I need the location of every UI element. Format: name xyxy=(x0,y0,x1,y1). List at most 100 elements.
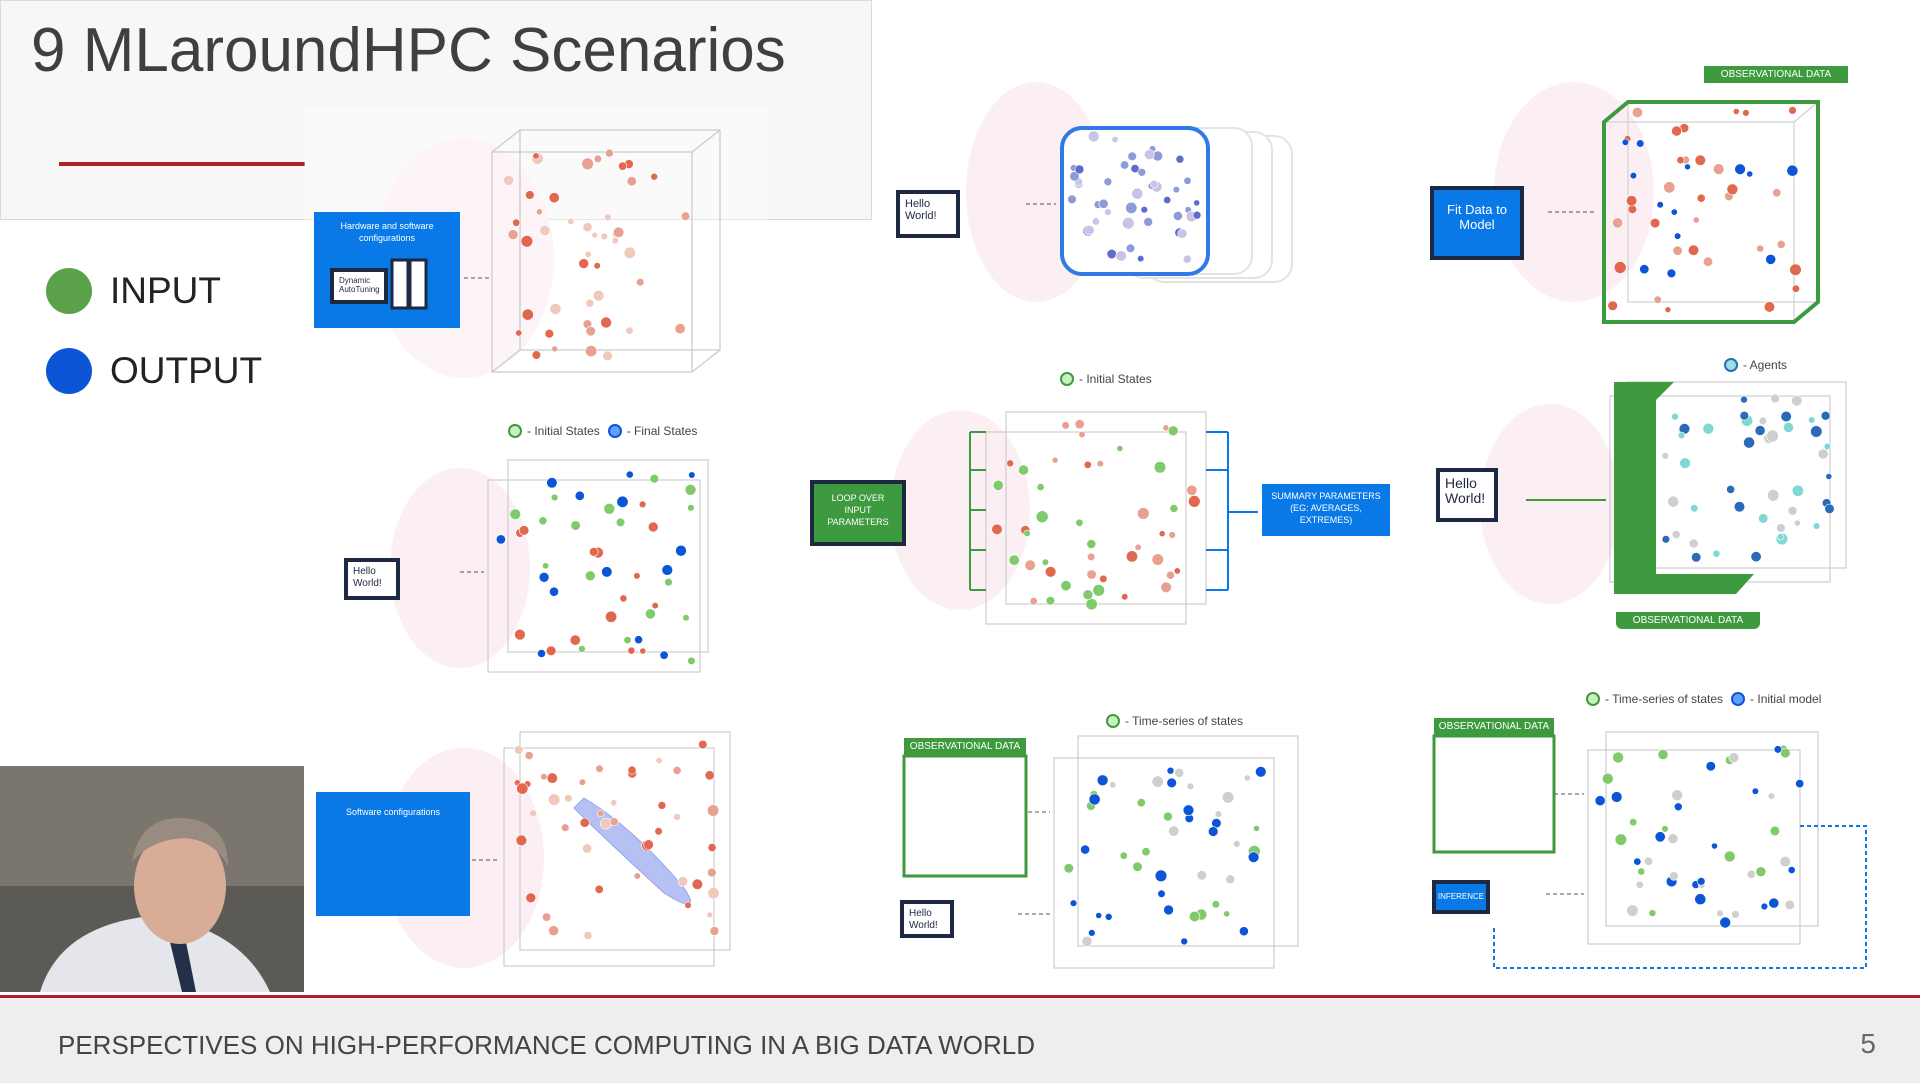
particle-dot xyxy=(1174,767,1185,778)
particle-dot xyxy=(603,503,616,515)
time-series-legend: - Time-series of states xyxy=(1098,714,1243,728)
particle-dot xyxy=(538,516,548,526)
autotuning-monitor-icon: Dynamic AutoTuning xyxy=(330,268,388,304)
particle-dot xyxy=(525,190,535,200)
particle-dot xyxy=(1211,900,1221,909)
agent-icon xyxy=(1724,358,1738,372)
particles xyxy=(1661,393,1835,563)
particle-dot xyxy=(546,772,558,784)
particle-dot xyxy=(578,778,587,786)
particle-dot xyxy=(659,650,669,660)
particle-dot xyxy=(581,157,594,170)
particle-dot xyxy=(1208,826,1219,837)
particle-dot xyxy=(1697,877,1706,886)
particle-dot xyxy=(1612,751,1624,764)
particle-dot xyxy=(1044,566,1057,578)
particle-dot xyxy=(636,278,645,287)
particle-dot xyxy=(1793,519,1801,527)
particle-dot xyxy=(1154,869,1168,883)
particle-dot xyxy=(545,645,557,657)
particle-dot xyxy=(600,232,608,241)
particle-dot xyxy=(707,843,717,853)
particle-dot xyxy=(1754,425,1766,436)
particle-dot xyxy=(1810,425,1823,438)
particle-dot xyxy=(1132,861,1143,872)
particle-dot xyxy=(542,562,550,570)
particle-dot xyxy=(1694,893,1707,906)
particle-dot xyxy=(609,817,619,827)
particle-dot xyxy=(1125,243,1136,253)
legend-input: INPUT xyxy=(46,268,221,314)
particle-dot xyxy=(1825,473,1833,480)
particle-dot xyxy=(1824,503,1835,514)
particle-dot xyxy=(1023,529,1031,537)
particle-dot xyxy=(1172,185,1180,194)
particle-dot xyxy=(704,770,715,781)
particle-dot xyxy=(1669,871,1679,881)
particle-dot xyxy=(1674,232,1682,240)
particle-dot xyxy=(1167,425,1179,437)
particle-dot xyxy=(591,231,599,239)
particle-dot xyxy=(521,308,534,321)
particle-dot xyxy=(1182,804,1195,816)
hello-world-text: Hello World! xyxy=(905,198,937,222)
slide-title: 9 MLaroundHPC Scenarios xyxy=(31,16,786,85)
particle-dot xyxy=(1694,154,1706,166)
particle-dot xyxy=(618,161,628,171)
particle-dot xyxy=(1671,530,1681,539)
particle-dot xyxy=(579,817,590,828)
particle-dot xyxy=(1812,522,1821,530)
particle-dot xyxy=(1760,902,1769,911)
observational-data-tab: OBSERVATIONAL DATA xyxy=(1704,66,1848,83)
particle-dot xyxy=(1153,461,1167,474)
particle-dot xyxy=(664,578,673,587)
particle-dot xyxy=(1739,410,1749,421)
particle-dot xyxy=(1779,856,1791,868)
particle-dot xyxy=(1063,863,1074,874)
particle-dot xyxy=(1679,457,1691,469)
initial-model-label: - Initial model xyxy=(1750,692,1822,706)
particle-dot xyxy=(1633,857,1642,866)
agents-cube xyxy=(1480,381,1847,604)
presenter-video xyxy=(0,766,304,992)
particle-dot xyxy=(1661,825,1669,833)
particle-dot xyxy=(537,649,546,658)
particle-dot xyxy=(691,878,704,890)
particle-dot xyxy=(613,226,625,238)
inference-cube xyxy=(1432,731,1867,969)
particle-dot xyxy=(1702,256,1713,267)
particle-dot xyxy=(1083,460,1092,469)
particle-dot xyxy=(532,152,540,160)
particle-dot xyxy=(623,636,632,645)
particle-dot xyxy=(495,534,506,545)
software-config-box: Software configurations xyxy=(316,792,470,916)
particle-dot xyxy=(1175,154,1185,164)
particle-dot xyxy=(1594,795,1606,807)
particle-dot xyxy=(592,289,605,302)
particle-dot xyxy=(1664,306,1672,313)
time-series-label: - Time-series of states xyxy=(1125,714,1244,728)
particle-dot xyxy=(1690,504,1699,513)
particle-dot xyxy=(611,237,619,245)
particle-dot xyxy=(1613,261,1627,274)
particle-dot xyxy=(1096,459,1104,468)
hello-world-monitor-icon: Hello World! xyxy=(344,558,400,600)
particle-dot xyxy=(1255,766,1267,778)
particle-dot xyxy=(639,647,647,655)
particle-dot xyxy=(569,634,581,646)
particle-dot xyxy=(1214,810,1223,818)
particle-dot xyxy=(651,602,659,610)
particle-dot xyxy=(655,757,663,765)
particle-dot xyxy=(1626,904,1639,917)
particle-dot xyxy=(600,316,612,329)
particle-dot xyxy=(650,172,659,181)
particle-dot xyxy=(657,801,667,810)
particle-dot xyxy=(1661,452,1670,460)
particle-dot xyxy=(615,517,626,527)
initial-state-icon xyxy=(508,424,522,438)
fit-data-label: Fit Data to Model xyxy=(1447,202,1507,232)
observational-cube-1 xyxy=(1494,82,1820,324)
particle-dot xyxy=(1621,138,1629,146)
particle-dot xyxy=(1144,149,1155,160)
particle-dot xyxy=(1120,160,1130,170)
